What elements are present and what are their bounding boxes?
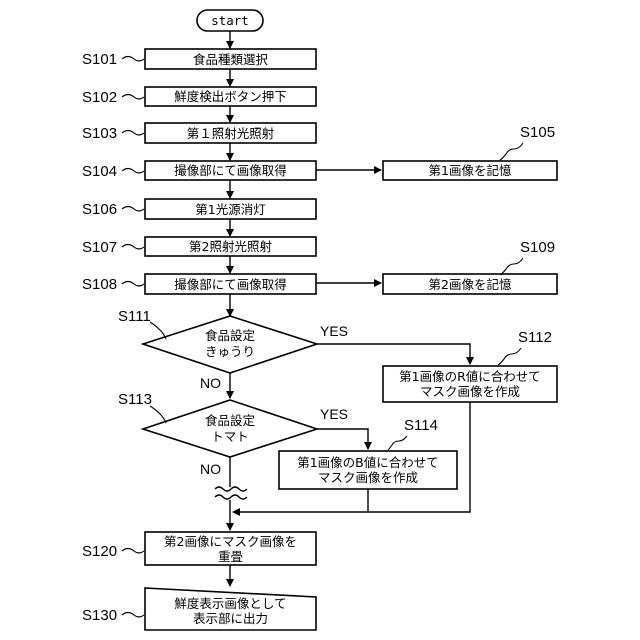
label-s102: S102 — [82, 89, 117, 106]
branch-no-s111: NO — [200, 375, 221, 391]
step-s112-line1: 第1画像のR値に合わせて — [399, 369, 541, 384]
label-s106: S106 — [82, 201, 117, 218]
step-s112-line2: マスク画像を作成 — [420, 384, 520, 399]
step-s109: 第2画像を記憶 — [383, 274, 557, 294]
step-s109-text: 第2画像を記憶 — [429, 277, 512, 292]
step-s104: 撮像部にて画像取得 — [145, 161, 316, 180]
decision-s111: 食品設定 きゅうり — [143, 316, 317, 373]
step-s103: 第１照射光照射 — [145, 123, 316, 143]
step-s130: 鮮度表示画像として 表示部に出力 — [145, 588, 316, 630]
label-s108: S108 — [82, 276, 117, 293]
label-s105: S105 — [520, 124, 555, 141]
label-s109: S109 — [520, 239, 555, 256]
step-s101: 食品種類選択 — [145, 49, 316, 69]
step-s120: 第2画像にマスク画像を 重畳 — [145, 532, 316, 565]
label-s120: S120 — [82, 543, 117, 560]
step-s108: 撮像部にて画像取得 — [145, 274, 316, 294]
branch-no-s113: NO — [200, 461, 221, 477]
step-s114-line1: 第1画像のB値に合わせて — [297, 455, 439, 470]
step-s130-line2: 表示部に出力 — [193, 611, 268, 626]
start-terminal: start — [197, 10, 263, 31]
branch-yes-s111: YES — [320, 323, 348, 339]
decision-s113-line2: トマト — [211, 429, 249, 444]
step-s114: 第1画像のB値に合わせて マスク画像を作成 — [279, 451, 457, 489]
label-s103: S103 — [82, 125, 117, 142]
step-s101-text: 食品種類選択 — [193, 52, 269, 67]
decision-s113-line1: 食品設定 — [205, 413, 255, 428]
step-s104-text: 撮像部にて画像取得 — [174, 163, 287, 178]
label-s101: S101 — [82, 51, 117, 68]
label-s111: S111 — [118, 308, 151, 325]
branch-yes-s113: YES — [320, 406, 348, 422]
label-s112: S112 — [518, 329, 552, 346]
step-s107: 第2照射光照射 — [145, 237, 316, 256]
label-s114: S114 — [404, 417, 438, 434]
label-s130: S130 — [82, 607, 117, 624]
start-label: start — [211, 13, 249, 28]
step-s106-text: 第1光源消灯 — [195, 202, 265, 217]
label-s104: S104 — [82, 163, 117, 180]
step-s120-line1: 第2画像にマスク画像を — [164, 534, 297, 549]
step-labels-left: S101 S102 S103 S104 S106 S107 S108 S120 … — [82, 51, 144, 624]
step-s114-line2: マスク画像を作成 — [318, 470, 418, 485]
label-s107: S107 — [82, 239, 117, 256]
step-s103-text: 第１照射光照射 — [187, 126, 275, 141]
step-s130-line1: 鮮度表示画像として — [174, 596, 286, 611]
break-mark — [215, 487, 247, 499]
step-s120-line2: 重畳 — [218, 549, 243, 564]
step-s105: 第1画像を記憶 — [383, 161, 557, 180]
label-s113: S113 — [118, 391, 152, 408]
step-s106: 第1光源消灯 — [145, 199, 316, 219]
decision-s111-line2: きゅうり — [205, 344, 255, 359]
step-s112: 第1画像のR値に合わせて マスク画像を作成 — [383, 366, 557, 402]
step-s102-text: 鮮度検出ボタン押下 — [174, 89, 287, 104]
step-s108-text: 撮像部にて画像取得 — [174, 277, 287, 292]
step-s102: 鮮度検出ボタン押下 — [145, 87, 316, 106]
step-s105-text: 第1画像を記憶 — [429, 163, 512, 178]
step-s107-text: 第2照射光照射 — [189, 239, 272, 254]
decision-s111-line1: 食品設定 — [205, 328, 255, 343]
decision-s113: 食品設定 トマト — [143, 400, 317, 457]
